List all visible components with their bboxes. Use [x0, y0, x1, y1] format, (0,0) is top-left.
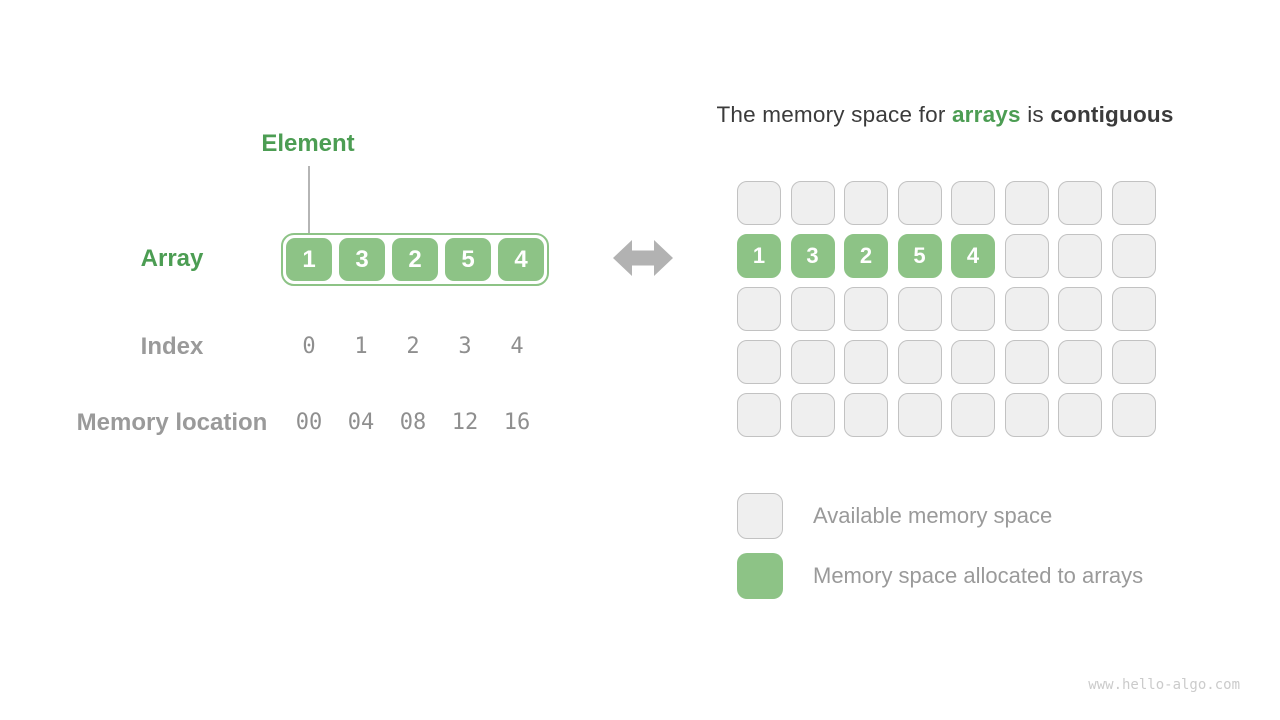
title-highlight: arrays	[951, 102, 1021, 127]
index-value: 1	[354, 334, 368, 359]
index-label: Index	[140, 333, 204, 360]
memory-location-label: Memory location	[76, 409, 268, 436]
index-value: 2	[406, 334, 420, 359]
memory-cell	[1004, 340, 1049, 384]
memory-location-value: 04	[347, 410, 375, 435]
legend-swatch-available	[737, 493, 783, 539]
array-label: Array	[140, 245, 204, 272]
memory-cell	[897, 393, 942, 437]
memory-cell	[1058, 181, 1102, 225]
title-prefix: The memory space for	[716, 102, 952, 127]
array-element-cell: 1	[286, 238, 332, 281]
memory-cell-allocated: 4	[951, 234, 995, 278]
memory-cell	[1004, 287, 1049, 331]
index-value: 0	[302, 334, 316, 359]
memory-location-value: 16	[503, 410, 531, 435]
element-label: Element	[261, 130, 355, 157]
legend-row: Memory space allocated to arrays	[737, 553, 1143, 599]
memory-cell	[790, 181, 835, 225]
memory-cell	[1058, 340, 1102, 384]
memory-cell	[844, 181, 888, 225]
memory-cell	[1058, 287, 1102, 331]
memory-cell	[790, 393, 835, 437]
memory-cell-allocated: 3	[790, 234, 835, 278]
memory-cell	[1111, 393, 1156, 437]
memory-cell	[737, 287, 781, 331]
memory-cell	[1111, 181, 1156, 225]
double-arrow-icon	[613, 240, 673, 276]
memory-cell	[737, 181, 781, 225]
memory-cell	[844, 393, 888, 437]
legend-label: Memory space allocated to arrays	[813, 563, 1144, 588]
element-pointer-line	[308, 166, 310, 233]
array-element-cell: 2	[392, 238, 438, 281]
legend-row: Available memory space	[737, 493, 1143, 539]
legend-swatch-allocated	[737, 553, 783, 599]
memory-cell	[897, 287, 942, 331]
memory-cell-allocated: 1	[737, 234, 781, 278]
memory-cell	[844, 287, 888, 331]
legend-label: Available memory space	[813, 503, 1053, 528]
memory-cell	[1004, 234, 1049, 278]
memory-cell	[1004, 393, 1049, 437]
memory-location-value: 00	[295, 410, 323, 435]
memory-cell	[1004, 181, 1049, 225]
index-values-row: 0 1 2 3 4	[283, 334, 543, 359]
memory-cell	[790, 287, 835, 331]
memory-cell	[951, 393, 995, 437]
memory-cell	[951, 340, 995, 384]
index-value: 3	[458, 334, 472, 359]
title-middle: is	[1020, 102, 1051, 127]
array-element-cell: 5	[445, 238, 491, 281]
memory-location-values-row: 00 04 08 12 16	[283, 410, 543, 435]
memory-cell	[790, 340, 835, 384]
array-element-cell: 4	[498, 238, 544, 281]
memory-location-value: 08	[399, 410, 427, 435]
memory-cell	[1058, 393, 1102, 437]
index-value: 4	[510, 334, 524, 359]
memory-cell	[1058, 234, 1102, 278]
memory-cell	[737, 393, 781, 437]
diagram-title: The memory space for arrays is contiguou…	[660, 102, 1230, 128]
memory-cell	[737, 340, 781, 384]
memory-cell	[951, 181, 995, 225]
watermark: www.hello-algo.com	[1088, 677, 1240, 693]
memory-cell-allocated: 5	[897, 234, 942, 278]
memory-cell-allocated: 2	[844, 234, 888, 278]
memory-cell	[951, 287, 995, 331]
memory-location-value: 12	[451, 410, 479, 435]
memory-cell	[1111, 340, 1156, 384]
title-emphasis: contiguous	[1050, 102, 1174, 127]
memory-cell	[897, 340, 942, 384]
array-element-cell: 3	[339, 238, 385, 281]
memory-cell	[1111, 234, 1156, 278]
memory-cell	[897, 181, 942, 225]
memory-cell	[1111, 287, 1156, 331]
memory-cell	[844, 340, 888, 384]
